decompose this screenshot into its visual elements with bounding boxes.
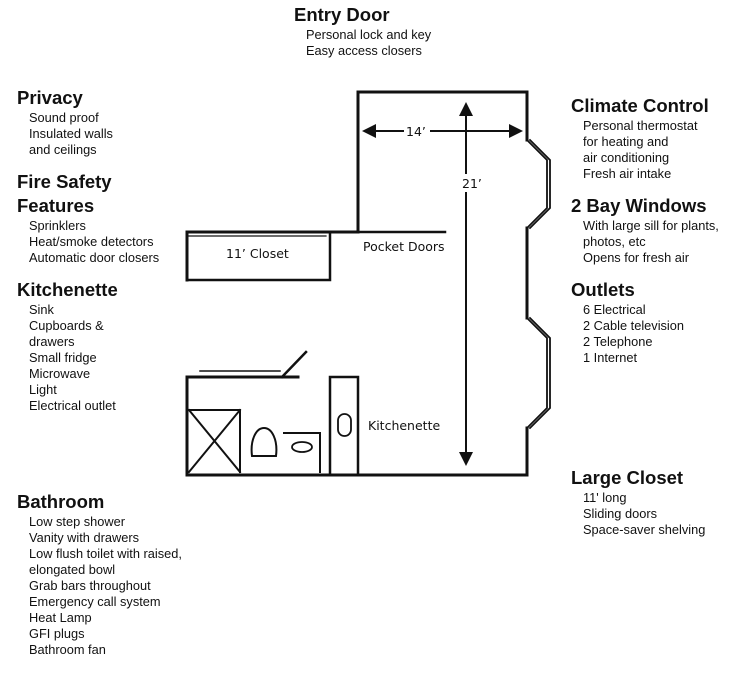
privacy-list: Sound proof Insulated walls and ceilings bbox=[17, 110, 113, 158]
climate-control-section: Climate Control Personal thermostat for … bbox=[571, 94, 709, 182]
fire-safety-heading-line2: Features bbox=[17, 195, 95, 216]
closet-outline bbox=[185, 230, 332, 282]
list-item: Automatic door closers bbox=[29, 250, 160, 265]
list-item: Opens for fresh air bbox=[583, 250, 689, 265]
list-item: Heat/smoke detectors bbox=[29, 234, 154, 249]
list-item: Grab bars throughout bbox=[29, 578, 151, 593]
sink bbox=[291, 441, 313, 453]
bathroom-section: Bathroom Low step shower Vanity with dra… bbox=[17, 490, 182, 658]
bathroom-list: Low step shower Vanity with drawers Low … bbox=[17, 514, 182, 658]
list-item: Low step shower bbox=[29, 514, 126, 529]
width-arrowhead-left bbox=[362, 124, 376, 138]
list-item: Space-saver shelving bbox=[583, 522, 706, 537]
list-item: 6 Electrical bbox=[583, 302, 646, 317]
width-arrowhead-right bbox=[509, 124, 523, 138]
large-closet-list: 11' long Sliding doors Space-saver shelv… bbox=[571, 490, 705, 538]
pocket-doors-label: Pocket Doors bbox=[363, 239, 445, 254]
bay-window-bottom bbox=[525, 316, 551, 430]
list-item: Heat Lamp bbox=[29, 610, 92, 625]
list-item: With large sill for plants, bbox=[583, 218, 719, 233]
main-room-walls bbox=[185, 90, 529, 477]
list-item: 2 Cable television bbox=[583, 318, 685, 333]
list-item: Electrical outlet bbox=[29, 398, 116, 413]
list-item: air conditioning bbox=[583, 150, 670, 165]
list-item: elongated bowl bbox=[29, 562, 116, 577]
outlets-section: Outlets 6 Electrical 2 Cable television … bbox=[571, 278, 684, 366]
list-item: Vanity with drawers bbox=[29, 530, 139, 545]
outlets-heading: Outlets bbox=[571, 279, 635, 300]
bathroom-door bbox=[280, 350, 308, 379]
list-item: Fresh air intake bbox=[583, 166, 672, 181]
climate-control-heading: Climate Control bbox=[571, 95, 709, 116]
fire-safety-section: Fire Safety Features Sprinklers Heat/smo… bbox=[17, 170, 159, 266]
entry-door-section: Entry Door Personal lock and key Easy ac… bbox=[294, 3, 431, 59]
list-item: Emergency call system bbox=[29, 594, 161, 609]
list-item: and ceilings bbox=[29, 142, 97, 157]
entry-door-heading: Entry Door bbox=[294, 4, 390, 25]
list-item: Light bbox=[29, 382, 57, 397]
bay-windows-section: 2 Bay Windows With large sill for plants… bbox=[571, 194, 719, 266]
list-item: drawers bbox=[29, 334, 75, 349]
fire-safety-list: Sprinklers Heat/smoke detectors Automati… bbox=[17, 218, 159, 266]
list-item: Insulated walls bbox=[29, 126, 113, 141]
list-item: Low flush toilet with raised, bbox=[29, 546, 182, 561]
kitchenette-list: Sink Cupboards & drawers Small fridge Mi… bbox=[17, 302, 118, 414]
bay-windows-list: With large sill for plants, photos, etc … bbox=[571, 218, 719, 266]
length-arrowhead-bottom bbox=[459, 452, 473, 466]
length-dimension-label: 21’ bbox=[462, 176, 482, 191]
list-item: Small fridge bbox=[29, 350, 97, 365]
list-item: photos, etc bbox=[583, 234, 646, 249]
entry-door-list: Personal lock and key Easy access closer… bbox=[294, 27, 431, 59]
kitchenette-plan-label: Kitchenette bbox=[368, 418, 440, 433]
list-item: 11' long bbox=[583, 490, 627, 505]
toilet bbox=[250, 426, 278, 457]
kitchenette-heading: Kitchenette bbox=[17, 279, 118, 300]
large-closet-section: Large Closet 11' long Sliding doors Spac… bbox=[571, 466, 705, 538]
outlets-list: 6 Electrical 2 Cable television 2 Teleph… bbox=[571, 302, 684, 366]
privacy-heading: Privacy bbox=[17, 87, 83, 108]
kitchenette-sink bbox=[337, 413, 352, 437]
list-item: 2 Telephone bbox=[583, 334, 653, 349]
privacy-section: Privacy Sound proof Insulated walls and … bbox=[17, 86, 113, 158]
closet-label: 11’ Closet bbox=[226, 246, 289, 261]
list-item: Bathroom fan bbox=[29, 642, 106, 657]
list-item: GFI plugs bbox=[29, 626, 85, 641]
large-closet-heading: Large Closet bbox=[571, 467, 684, 488]
list-item: Microwave bbox=[29, 366, 91, 381]
list-item: Easy access closers bbox=[306, 43, 422, 58]
length-arrowhead-top bbox=[459, 102, 473, 116]
shower-box bbox=[187, 408, 242, 474]
climate-control-list: Personal thermostat for heating and air … bbox=[571, 118, 709, 182]
fire-safety-heading-line1: Fire Safety bbox=[17, 171, 112, 192]
vanity bbox=[283, 432, 321, 473]
bay-windows-heading: 2 Bay Windows bbox=[571, 195, 707, 216]
list-item: Sink bbox=[29, 302, 54, 317]
list-item: Personal thermostat bbox=[583, 118, 698, 133]
list-item: Sprinklers bbox=[29, 218, 86, 233]
bathroom-heading: Bathroom bbox=[17, 491, 105, 512]
kitchenette-cabinet bbox=[328, 375, 360, 477]
list-item: Personal lock and key bbox=[306, 27, 432, 42]
list-item: 1 Internet bbox=[583, 350, 638, 365]
list-item: Cupboards & bbox=[29, 318, 104, 333]
bay-window-top bbox=[525, 138, 551, 230]
list-item: Sound proof bbox=[29, 110, 99, 125]
width-dimension-label: 14’ bbox=[406, 124, 426, 139]
list-item: Sliding doors bbox=[583, 506, 657, 521]
list-item: for heating and bbox=[583, 134, 669, 149]
kitchenette-section: Kitchenette Sink Cupboards & drawers Sma… bbox=[17, 278, 118, 414]
